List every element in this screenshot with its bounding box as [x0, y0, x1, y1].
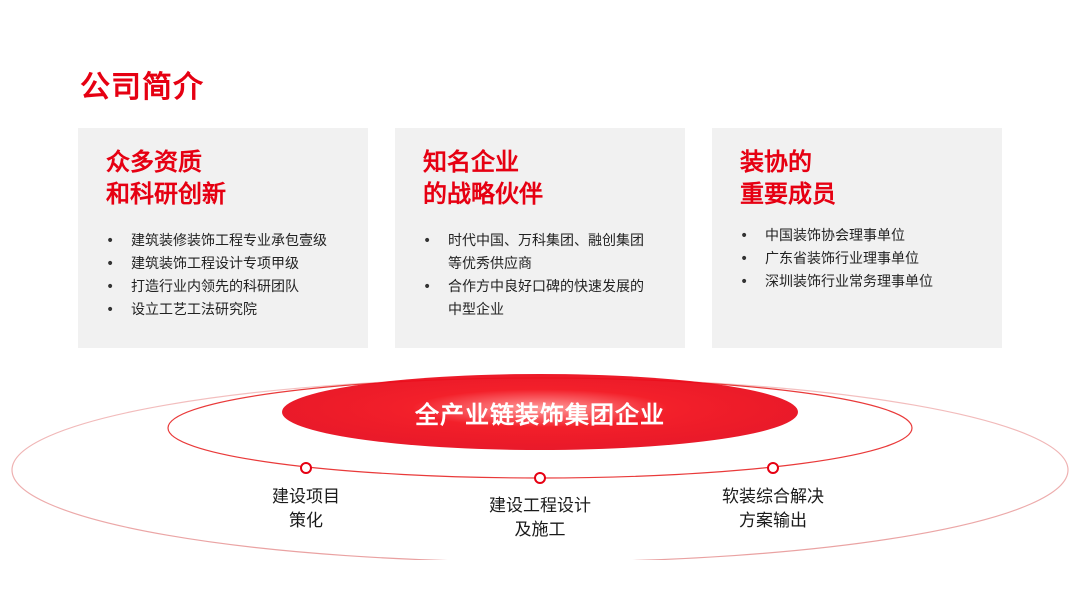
step-label-line: 策化 [289, 511, 323, 531]
card-partners: 知名企业 的战略伙伴 时代中国、万科集团、融创集团等优秀供应商 合作方中良好口碑… [395, 128, 685, 348]
card-title-line: 众多资质 [106, 148, 202, 176]
card-association: 装协的 重要成员 中国装饰协会理事单位 广东省装饰行业理事单位 深圳装饰行业常务… [712, 128, 1002, 348]
list-item: 设立工艺工法研究院 [106, 299, 350, 322]
card-qualifications: 众多资质 和科研创新 建筑装修装饰工程专业承包壹级 建筑装饰工程设计专项甲级 打… [78, 128, 368, 348]
core-label: 全产业链装饰集团企业 [415, 401, 665, 429]
step-label-planning: 建设项目 策化 [236, 485, 376, 533]
step-label-line: 方案输出 [739, 511, 807, 531]
list-item: 合作方中良好口碑的快速发展的中型企业 [423, 276, 645, 322]
step-label-design: 建设工程设计 及施工 [460, 494, 620, 542]
step-label-line: 建设项目 [272, 487, 340, 507]
page-title: 公司简介 [80, 70, 204, 105]
card-title-line: 装协的 [740, 148, 812, 176]
orbit-diagram [11, 374, 1069, 560]
card-list: 建筑装修装饰工程专业承包壹级 建筑装饰工程设计专项甲级 打造行业内领先的科研团队… [106, 230, 350, 322]
card-title: 众多资质 和科研创新 [106, 146, 226, 210]
list-item: 深圳装饰行业常务理事单位 [740, 271, 984, 294]
core-ellipse [282, 374, 798, 450]
card-title-line: 的战略伙伴 [423, 180, 543, 208]
list-item: 建筑装修装饰工程专业承包壹级 [106, 230, 350, 253]
node-dot-3 [767, 462, 779, 474]
node-dot-2 [534, 472, 546, 484]
step-label-line: 建设工程设计 [489, 496, 591, 516]
list-item: 时代中国、万科集团、融创集团等优秀供应商 [423, 230, 645, 276]
card-list: 时代中国、万科集团、融创集团等优秀供应商 合作方中良好口碑的快速发展的中型企业 [423, 230, 645, 322]
card-title-line: 重要成员 [740, 180, 836, 208]
step-label-line: 及施工 [514, 520, 566, 540]
step-label-line: 软装综合解决 [722, 487, 824, 507]
list-item: 打造行业内领先的科研团队 [106, 276, 350, 299]
card-list: 中国装饰协会理事单位 广东省装饰行业理事单位 深圳装饰行业常务理事单位 [740, 225, 984, 294]
card-title-line: 和科研创新 [106, 180, 226, 208]
list-item: 中国装饰协会理事单位 [740, 225, 984, 248]
card-title-line: 知名企业 [423, 148, 519, 176]
node-dot-1 [300, 462, 312, 474]
card-title: 知名企业 的战略伙伴 [423, 146, 543, 210]
card-title: 装协的 重要成员 [740, 146, 836, 210]
list-item: 广东省装饰行业理事单位 [740, 248, 984, 271]
list-item: 建筑装饰工程设计专项甲级 [106, 253, 350, 276]
step-label-softdecor: 软装综合解决 方案输出 [693, 485, 853, 533]
